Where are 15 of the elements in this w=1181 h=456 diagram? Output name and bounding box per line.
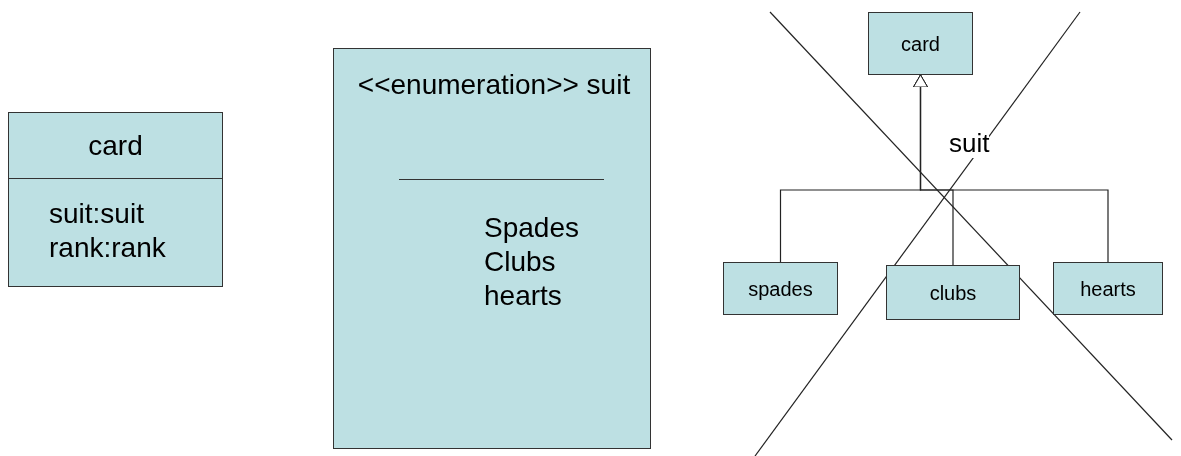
class-name: card	[88, 128, 143, 163]
class-box	[8, 112, 223, 287]
class-box	[723, 262, 838, 315]
class-name: clubs	[929, 280, 977, 306]
class-name: hearts	[1080, 276, 1136, 302]
class-box	[868, 12, 973, 75]
attribute-list: suit:suit rank:rank	[49, 197, 209, 265]
enumeration-values: Spades Clubs hearts	[484, 211, 580, 313]
class-box	[1053, 262, 1163, 315]
class-name: spades	[748, 276, 813, 302]
enumeration-name: <<enumeration>> suit	[356, 68, 632, 102]
enumeration-box	[333, 48, 651, 449]
class-box	[886, 265, 1020, 320]
class-name: card	[901, 31, 940, 57]
generalization-arrow	[913, 74, 1109, 263]
